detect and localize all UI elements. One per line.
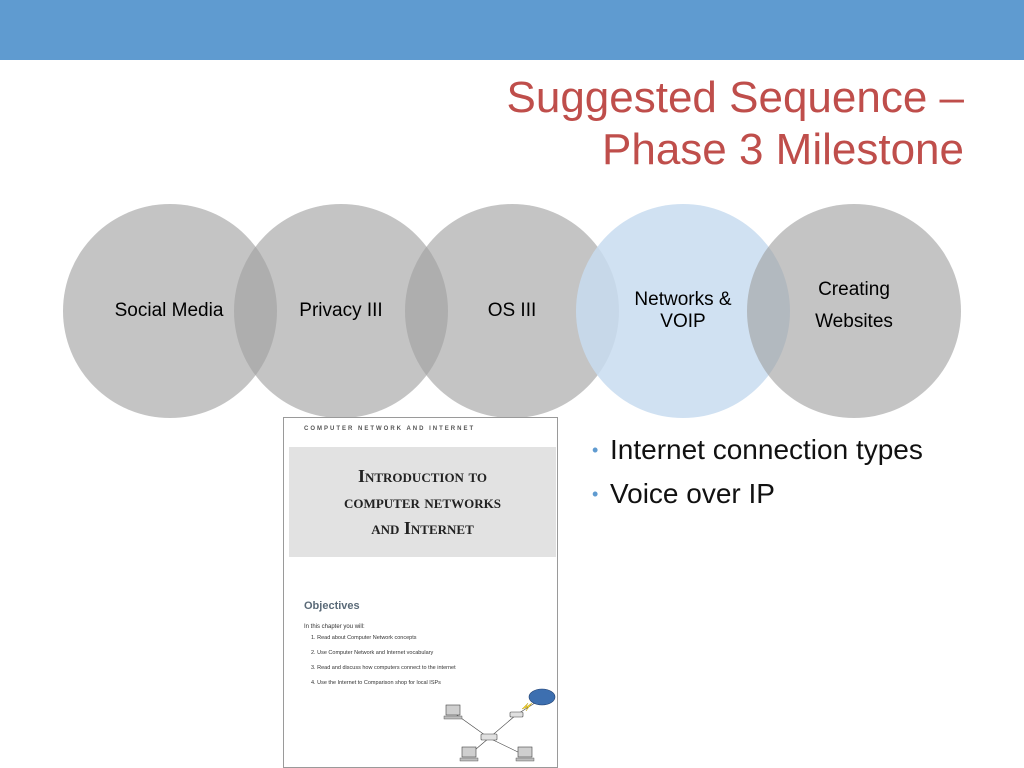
list-item: 1. Read about Computer Network concepts bbox=[311, 635, 417, 641]
router-icon bbox=[480, 733, 498, 741]
lightning-icon bbox=[521, 702, 533, 712]
bullet-list: • Internet connection types • Voice over I… bbox=[590, 428, 923, 516]
list-item: 4. Use the Internet to Comparison shop f… bbox=[311, 680, 441, 686]
bullet-dot-icon: • bbox=[592, 440, 599, 460]
bullet-text: Internet connection types bbox=[610, 434, 923, 465]
network-diagram-icon bbox=[443, 688, 556, 762]
sequence-label: Networks & VOIP bbox=[634, 289, 732, 332]
computer-icon bbox=[459, 746, 479, 762]
objectives-intro: In this chapter you will: bbox=[304, 624, 365, 630]
document-title-banner: Introduction to computer networks and In… bbox=[289, 447, 556, 557]
sequence-label: Social Media bbox=[114, 300, 224, 321]
computer-icon bbox=[443, 704, 463, 720]
document-thumbnail: COMPUTER NETWORK AND INTERNET Introducti… bbox=[283, 417, 558, 768]
sequence-label: OS III bbox=[487, 300, 537, 321]
top-accent-band bbox=[0, 0, 1024, 60]
document-title: Introduction to computer networks and In… bbox=[344, 466, 501, 538]
sequence-label: Privacy III bbox=[299, 300, 383, 321]
objectives-heading: Objectives bbox=[304, 600, 360, 612]
list-item: 3. Read and discuss how computers connec… bbox=[311, 665, 456, 671]
objectives-list: 1. Read about Computer Network concepts … bbox=[311, 635, 456, 695]
slide-title-line-2: Phase 3 Milestone bbox=[602, 125, 964, 174]
list-item: 2. Use Computer Network and Internet voc… bbox=[311, 650, 434, 656]
bullet-item: • Voice over IP bbox=[590, 472, 923, 516]
bullet-dot-icon: • bbox=[592, 484, 599, 504]
sequence-circle-creating-websites: Creating Websites bbox=[747, 204, 961, 418]
slide-title: Suggested Sequence – Phase 3 Milestone bbox=[264, 72, 965, 176]
sequence-label: Creating Websites bbox=[815, 279, 893, 332]
computer-icon bbox=[515, 746, 535, 762]
cloud-icon bbox=[528, 688, 556, 706]
bullet-item: • Internet connection types bbox=[590, 428, 923, 472]
sequence-diagram: Social Media Privacy III OS III Networks… bbox=[63, 204, 961, 418]
bullet-text: Voice over IP bbox=[610, 478, 775, 509]
modem-icon bbox=[509, 711, 524, 718]
document-header: COMPUTER NETWORK AND INTERNET bbox=[304, 426, 476, 432]
slide-title-line-1: Suggested Sequence – bbox=[506, 73, 965, 122]
